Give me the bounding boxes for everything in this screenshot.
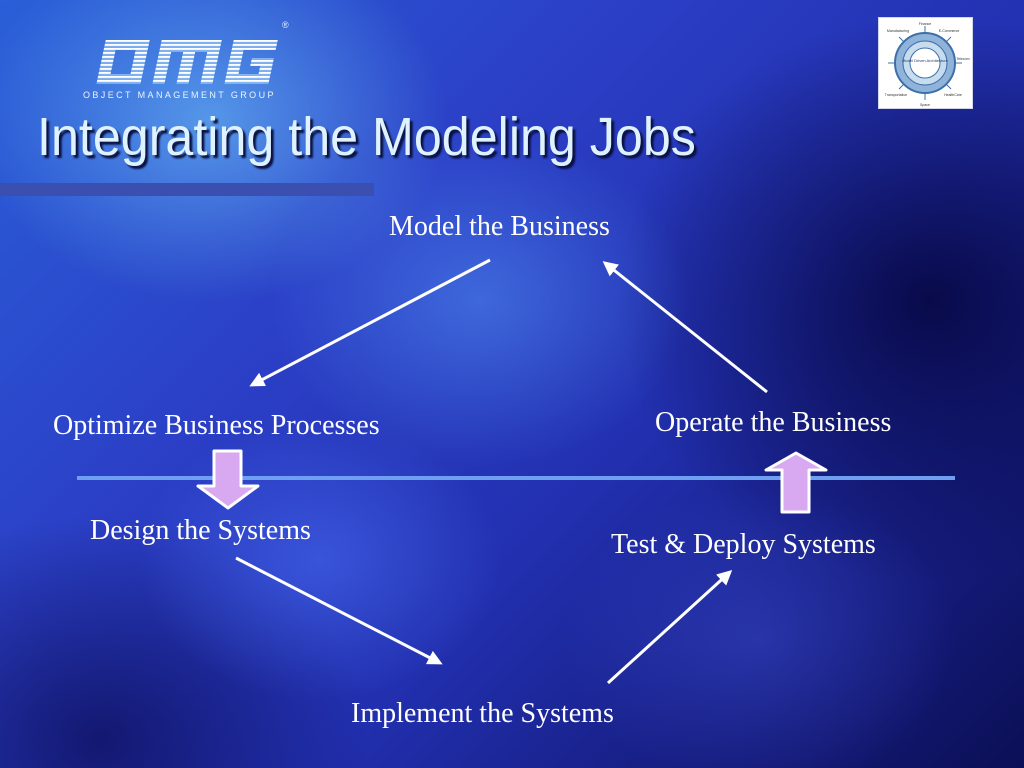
omg-logo-graphic: ® [96,20,289,84]
thumb-ring-label: Transportation [885,93,907,97]
logo-subtitle: OBJECT MANAGEMENT GROUP [83,90,276,100]
omg-logo: ® [80,20,300,106]
thumb-ring-label: HealthCare [944,93,962,97]
thumb-ring-label: Finance [919,22,932,26]
registered-mark: ® [282,20,289,30]
node-test-deploy: Test & Deploy Systems [611,529,876,560]
node-optimize-processes: Optimize Business Processes [53,410,380,441]
arrow-operate-to-model [602,261,768,394]
node-implement-systems: Implement the Systems [351,698,614,729]
divider-line [77,476,955,480]
thumb-ring-label: Manufacturing [887,29,909,33]
slide-title: Integrating the Modeling Jobs [37,107,696,167]
node-design-systems: Design the Systems [90,515,311,546]
thumb-ring-label: Space [920,103,930,107]
thumb-ring-label: Telecom [956,57,969,61]
node-operate-business: Operate the Business [655,407,892,438]
mda-thumbnail: Model Driven Architecture Finance E-Comm… [878,17,973,109]
thumb-ring-label: E-Commerce [939,29,960,33]
node-model-business: Model the Business [389,211,610,242]
arrow-implement-to-test [606,569,733,685]
arrow-model-to-optimize [249,258,491,387]
block-arrow-up [764,451,828,514]
title-underline-bar [0,183,374,196]
arrow-design-to-implement [235,556,443,665]
block-arrow-down [196,449,260,510]
thumb-center-label: Model Driven Architecture [902,58,949,63]
mda-diagram-icon: Model Driven Architecture Finance E-Comm… [885,22,970,107]
